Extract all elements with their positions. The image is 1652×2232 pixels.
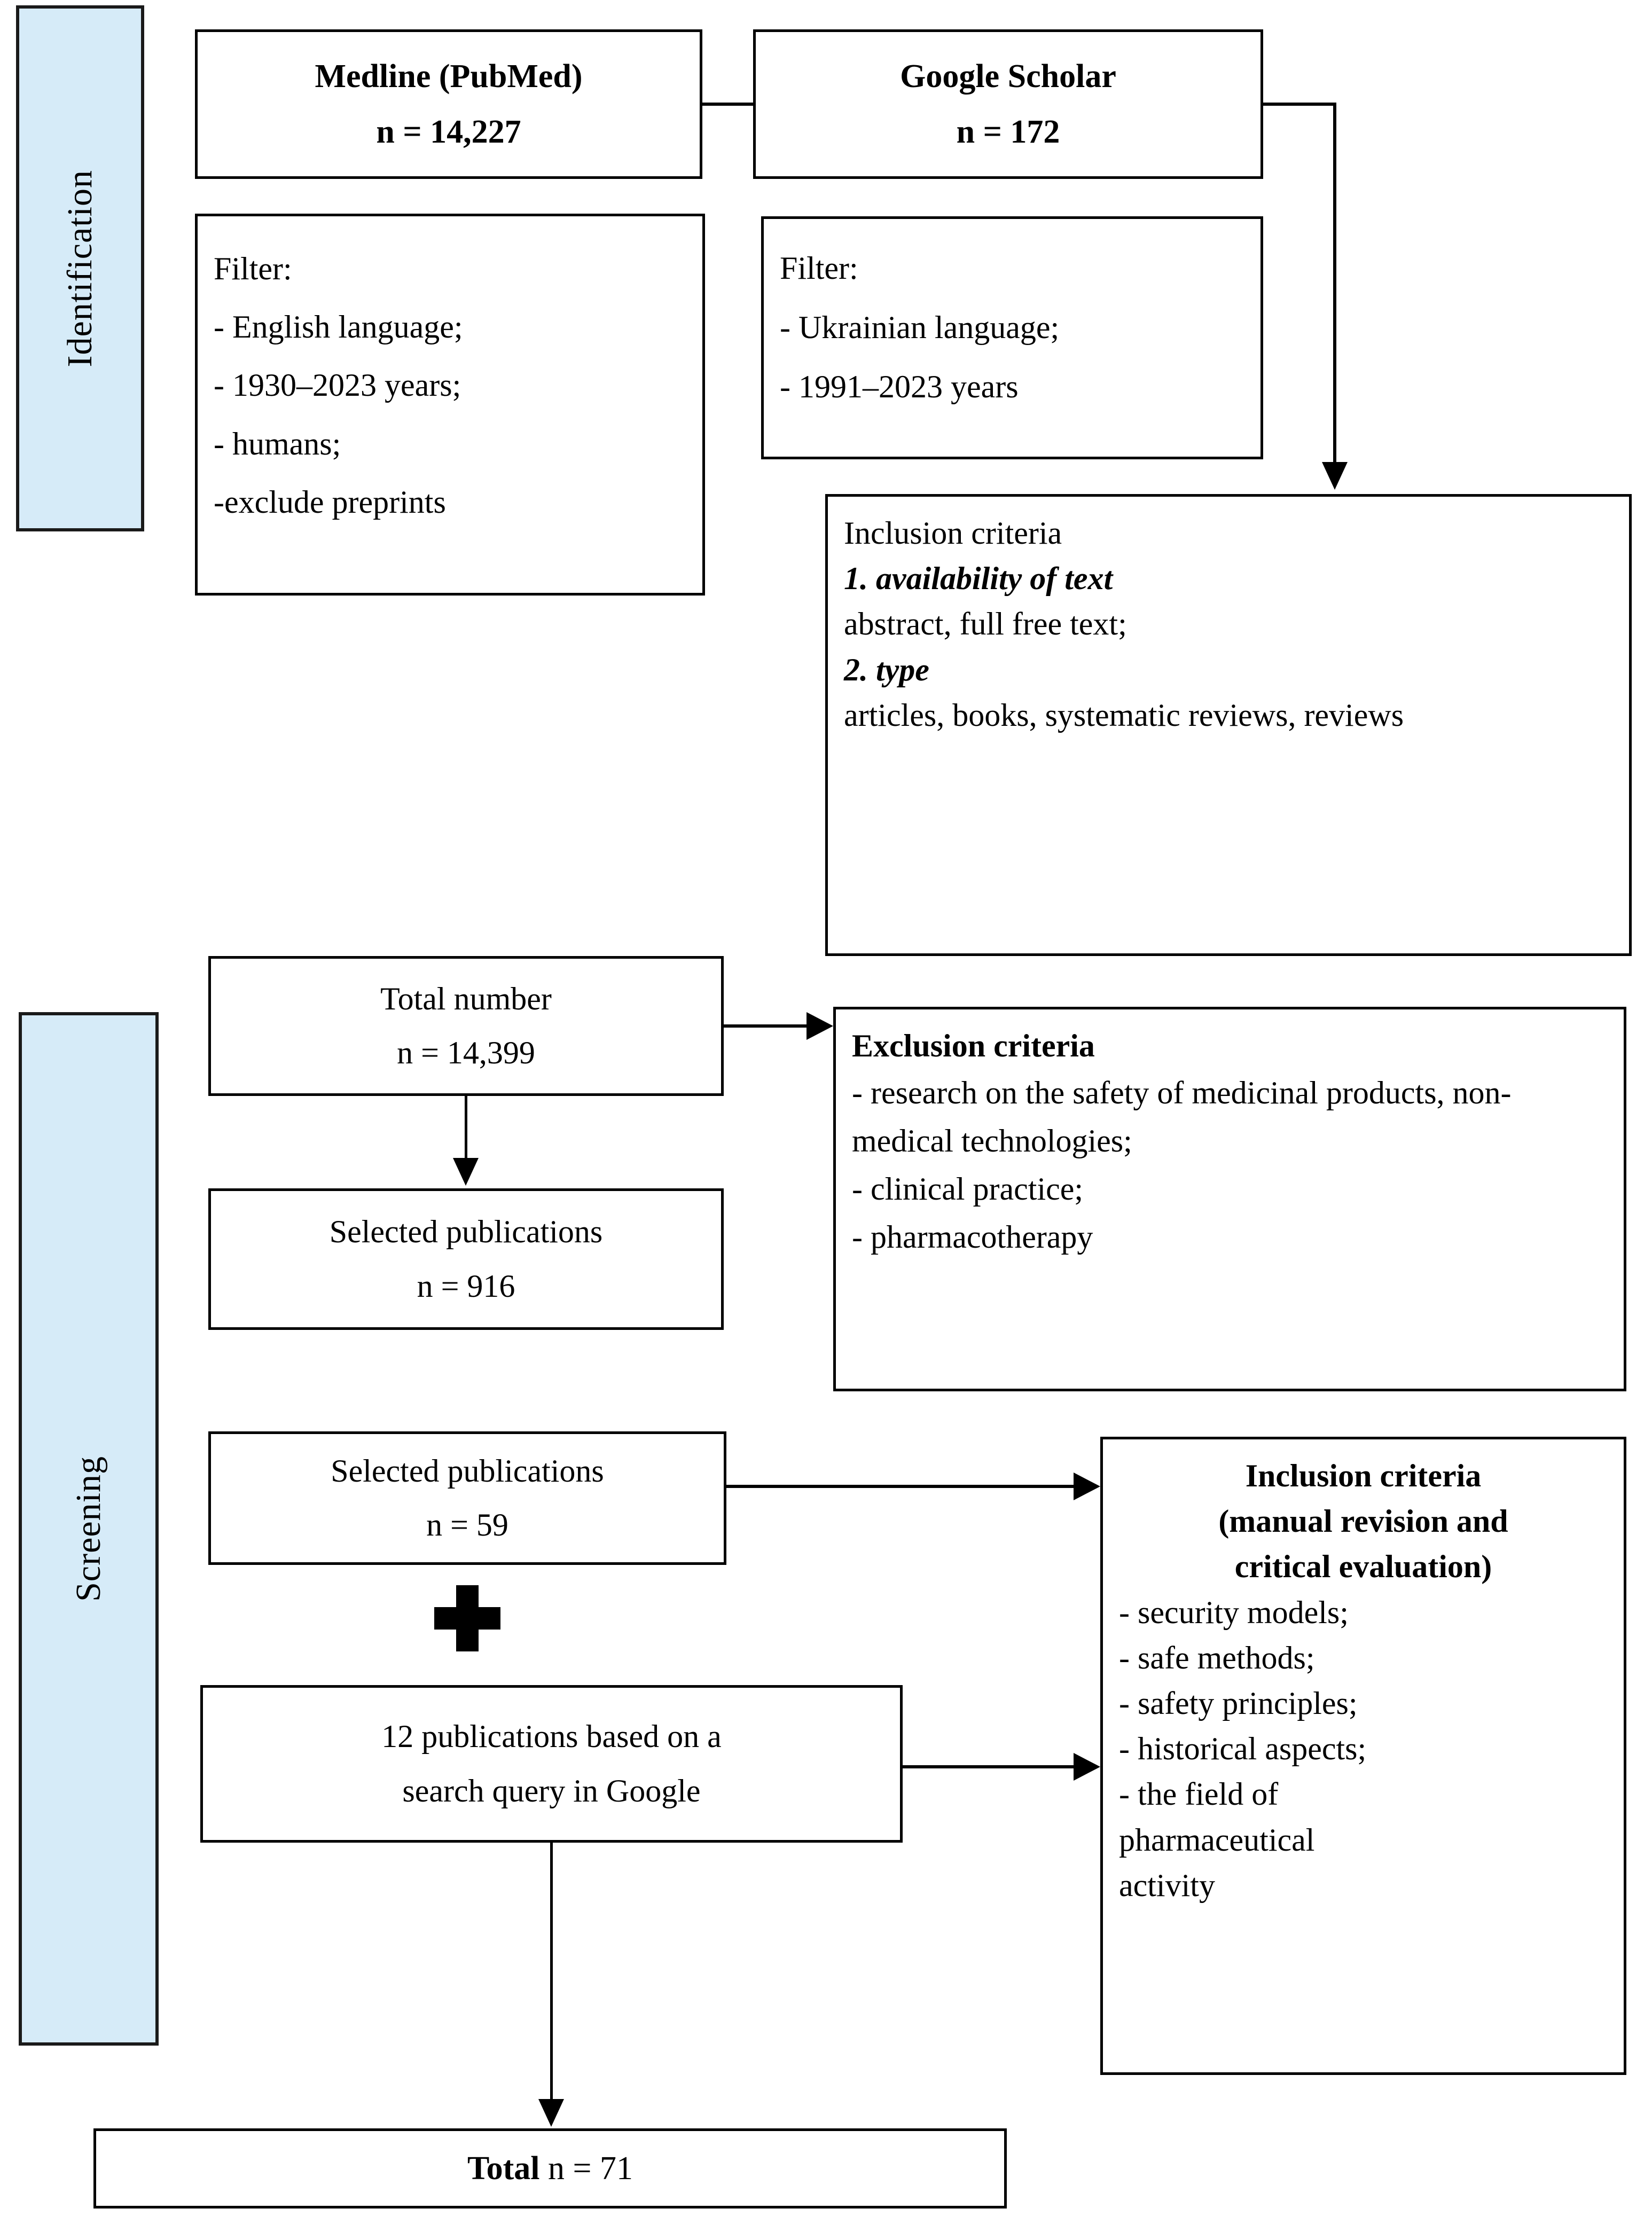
exclusion-item-2: - clinical practice;	[852, 1171, 1084, 1207]
filter-medline-heading: Filter:	[214, 251, 292, 286]
box-google-scholar: Google Scholar n = 172	[753, 29, 1263, 179]
arrow-right-icon-to-inclusion-bottom-a	[1074, 1473, 1100, 1500]
box-exclusion-criteria: Exclusion criteria - research on the saf…	[833, 1007, 1626, 1391]
total-number-count: n = 14,399	[397, 1035, 535, 1070]
arrow-down-icon-to-total-final	[538, 2099, 564, 2127]
inclusion-top-item1-detail: abstract, full free text;	[844, 606, 1127, 642]
total-final-rest: n = 71	[539, 2150, 633, 2187]
arrow-down-icon-to-selected916	[453, 1158, 479, 1186]
selected916-label: Selected publications	[329, 1214, 603, 1250]
connector-google12-to-inclusion	[902, 1765, 1075, 1768]
selected916-count: n = 916	[417, 1268, 515, 1304]
filter-medline-item-2: - 1930–2023 years;	[214, 367, 461, 403]
arrow-right-icon-to-exclusion	[807, 1012, 833, 1040]
box-inclusion-criteria-top: Inclusion criteria 1. availability of te…	[825, 494, 1632, 956]
connector-total-to-selected916	[465, 1095, 467, 1162]
inclusion-top-heading: Inclusion criteria	[844, 515, 1062, 551]
google-scholar-title: Google Scholar	[900, 58, 1116, 95]
inclusion-bottom-heading-1: Inclusion criteria	[1245, 1458, 1482, 1493]
connector-scholar-down	[1333, 103, 1336, 466]
inclusion-bottom-heading-2: (manual revision and	[1218, 1503, 1508, 1539]
box-filter-medline: Filter: - English language; - 1930–2023 …	[195, 214, 705, 596]
inclusion-top-item2-detail: articles, books, systematic reviews, rev…	[844, 697, 1404, 733]
filter-scholar-item-2: - 1991–2023 years	[780, 369, 1019, 405]
filter-medline-item-1: - English language;	[214, 309, 463, 345]
box-filter-scholar: Filter: - Ukrainian language; - 1991–202…	[761, 216, 1263, 459]
box-total-number: Total number n = 14,399	[208, 956, 724, 1096]
inclusion-bottom-item-4: - historical aspects;	[1119, 1731, 1367, 1767]
total-final-text: Total n = 71	[467, 2145, 633, 2192]
inclusion-bottom-item-1: - security models;	[1119, 1594, 1349, 1630]
arrow-down-icon-to-inclusion-top	[1322, 462, 1348, 490]
filter-scholar-heading: Filter:	[780, 250, 858, 286]
box-medline-pubmed: Medline (PubMed) n = 14,227	[195, 29, 702, 179]
filter-medline-item-3: - humans;	[214, 426, 341, 461]
connector-total-to-exclusion	[723, 1024, 808, 1028]
medline-count: n = 14,227	[376, 114, 521, 150]
stage-label-screening: Screening	[19, 1012, 159, 2046]
google-scholar-count: n = 172	[956, 114, 1060, 150]
inclusion-bottom-item-7: activity	[1119, 1867, 1215, 1903]
medline-title: Medline (PubMed)	[315, 58, 583, 95]
stage-label-identification-text: Identification	[60, 169, 99, 367]
inclusion-top-item1-label: 1. availability of text	[844, 561, 1113, 597]
inclusion-bottom-item-3: - safety principles;	[1119, 1685, 1358, 1721]
selected59-count: n = 59	[426, 1507, 508, 1542]
connector-selected59-to-inclusion	[725, 1485, 1075, 1488]
inclusion-bottom-item-2: - safe methods;	[1119, 1640, 1315, 1675]
total-number-label: Total number	[380, 981, 552, 1016]
inclusion-bottom-item-5: - the field of	[1119, 1776, 1279, 1812]
connector-google12-to-total	[550, 1842, 553, 2103]
exclusion-heading: Exclusion criteria	[852, 1028, 1095, 1063]
filter-medline-item-4: -exclude preprints	[214, 484, 446, 520]
box-selected-publications-59: Selected publications n = 59	[208, 1431, 726, 1565]
box-google-12-publications: 12 publications based on a search query …	[200, 1685, 903, 1843]
inclusion-top-item2-label: 2. type	[844, 652, 929, 687]
box-selected-publications-916: Selected publications n = 916	[208, 1188, 724, 1330]
inclusion-bottom-item-6: pharmaceutical	[1119, 1822, 1315, 1858]
inclusion-bottom-heading-3: critical evaluation)	[1234, 1549, 1492, 1585]
exclusion-item-1: - research on the safety of medicinal pr…	[852, 1075, 1512, 1159]
filter-scholar-item-1: - Ukrainian language;	[780, 310, 1060, 346]
stage-label-identification: Identification	[16, 5, 144, 531]
box-inclusion-criteria-bottom: Inclusion criteria (manual revision and …	[1100, 1437, 1626, 2075]
arrow-right-icon-to-inclusion-bottom-b	[1074, 1753, 1100, 1781]
google12-line2: search query in Google	[402, 1773, 701, 1808]
total-final-bold: Total	[467, 2150, 540, 2187]
selected59-label: Selected publications	[331, 1453, 604, 1489]
box-total-final: Total n = 71	[93, 2128, 1007, 2208]
stage-label-screening-text: Screening	[69, 1456, 108, 1602]
connector-scholar-right-stub	[1262, 103, 1336, 106]
google12-line1: 12 publications based on a	[381, 1719, 722, 1755]
exclusion-item-3: - pharmacotherapy	[852, 1219, 1093, 1255]
connector-medline-to-scholar	[701, 103, 755, 106]
